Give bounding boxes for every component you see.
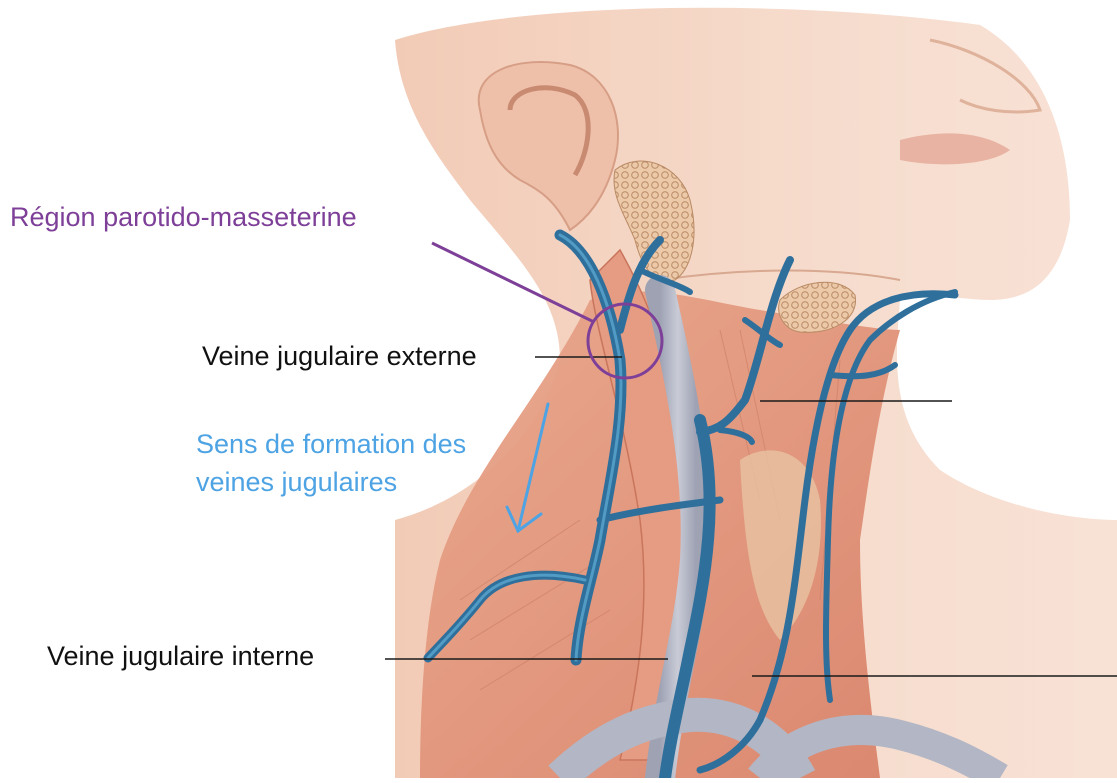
internal-jugular-vein-label: Veine jugulaire interne: [47, 640, 314, 672]
formation-label-line2: veines jugulaires: [196, 463, 466, 501]
external-jugular-vein-label: Veine jugulaire externe: [202, 340, 477, 372]
formation-direction-label: Sens de formation des veines jugulaires: [196, 425, 466, 501]
region-parotido-label: Région parotido-masseterine: [10, 201, 357, 233]
formation-label-line1: Sens de formation des: [196, 425, 466, 463]
